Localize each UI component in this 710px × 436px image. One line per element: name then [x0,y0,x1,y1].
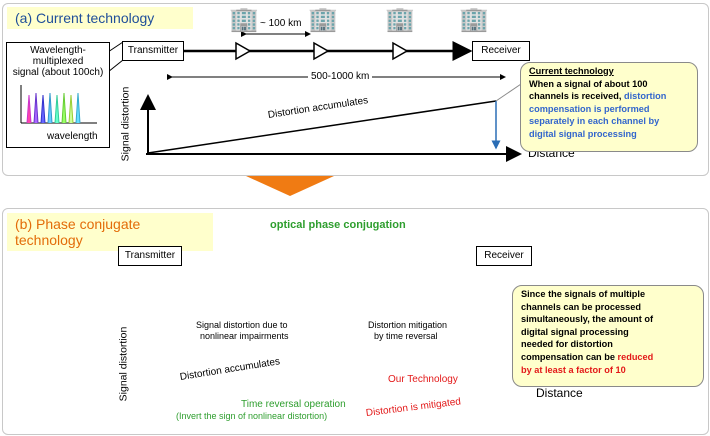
building-icon: 🏢 [385,6,415,33]
callout-line: Since the signals of multiple [521,289,646,299]
distance-label: 500-1000 km [308,71,373,82]
time-reversal-sub-label: (Invert the sign of nonlinear distortion… [176,411,328,421]
callout-line-blue: distortion [624,91,667,102]
callout-line-red: reduced [617,351,654,362]
callout-title: Current technology [529,66,614,76]
caption-nonlinear-2: nonlinear impairments [200,331,289,341]
wdm-label-1: Wavelength- [30,45,86,56]
receiver-box: Receiver [472,41,530,61]
transmitter-box: Transmitter [122,41,184,61]
building-icon: 🏢 [229,6,259,33]
callout-line: needed for distortion [521,339,613,350]
transition-arrow [246,176,334,196]
distortion-line [147,100,497,154]
callout-line: channels is received, [529,91,622,102]
x-axis-label-b: Distance [536,386,583,400]
callout-line: compensation can be [521,351,615,362]
building-icon: 🏢 [459,6,489,33]
span-label: ~ 100 km [260,18,302,29]
callout-phase-conjugate: Since the signals of multiple channels c… [512,285,704,387]
callout-current-technology: Current technology When a signal of abou… [520,62,698,152]
opc-label: optical phase conjugation [270,219,406,231]
callout-line-red: by at least a factor of 10 [521,364,626,375]
wdm-label-3: signal (about 100ch) [12,67,104,78]
callout-line-blue: compensation is performed [529,103,650,114]
receiver-box-b: Receiver [476,246,532,266]
panel-b-title: (b) Phase conjugate technology [7,213,213,251]
wdm-label-2: multiplexed [32,56,84,67]
amplifier-icon [235,41,409,61]
panel-a-title: (a) Current technology [7,7,193,29]
callout-line: channels can be processed [521,301,641,312]
callout-line: digital signal processing [521,326,629,337]
wdm-signal-box: Wavelength- multiplexed signal (about 10… [6,42,110,148]
wavelength-label: wavelength [47,131,98,142]
transmitter-box-b: Transmitter [118,246,182,266]
caption-nonlinear-1: Signal distortion due to [196,320,288,330]
callout-line-blue: separately in each channel by [529,116,660,127]
callout-line-blue: digital signal processing [529,128,637,139]
callout-line: When a signal of about 100 [529,78,648,89]
y-axis-label-b: Signal distortion [117,326,130,402]
callout-line: simultaneously, the amount of [521,314,654,325]
time-reversal-label: Time reversal operation [241,399,346,410]
y-axis-label: Signal distortion [119,86,132,162]
caption-mitigation-1: Distortion mitigation [368,320,448,330]
building-icon: 🏢 [308,6,338,33]
caption-mitigation-2: by time reversal [374,331,438,341]
our-technology-label: Our Technology [388,374,458,385]
spectrum-icon [20,85,97,124]
